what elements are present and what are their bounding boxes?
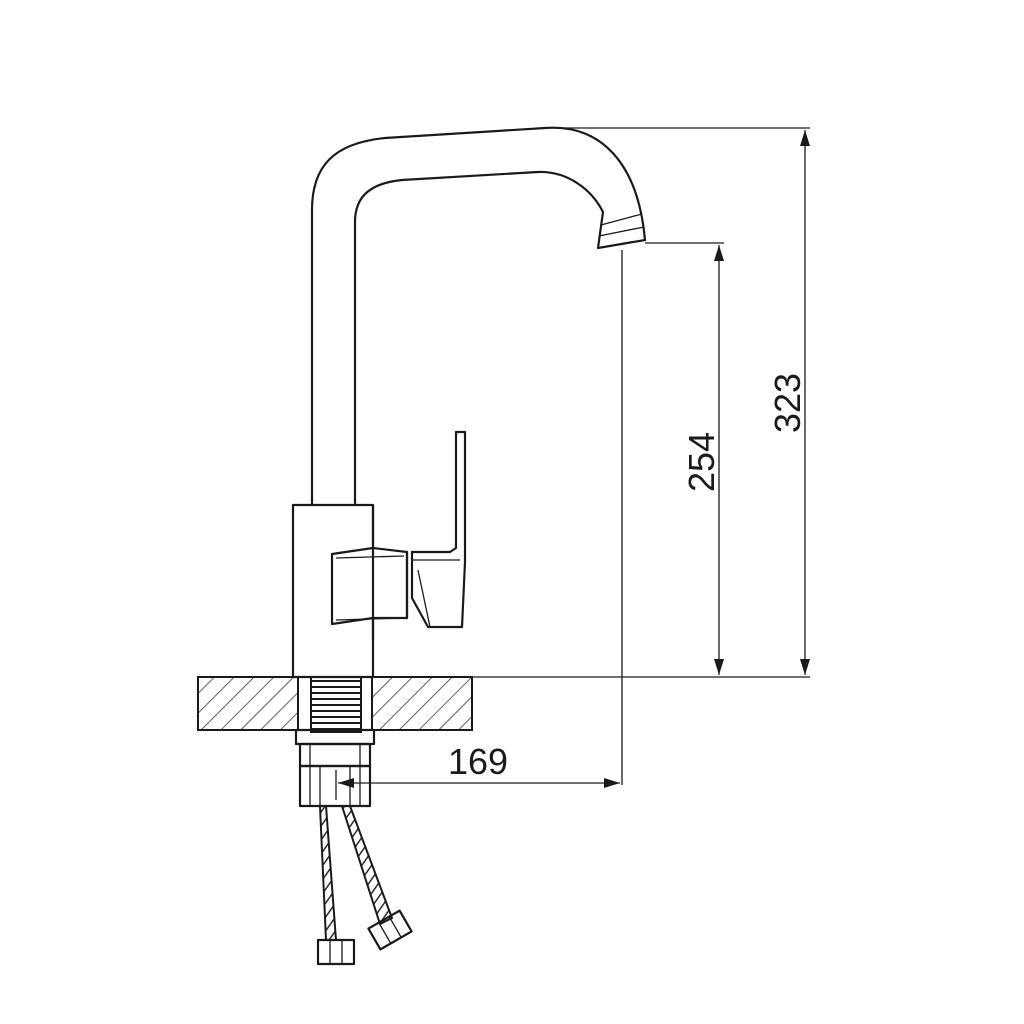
spout-reach-label: 169 (448, 741, 508, 782)
dimension-total-height: 323 (198, 127, 810, 678)
total-height-label: 323 (767, 373, 808, 433)
faucet-body (291, 503, 409, 679)
mounting-nut (294, 728, 376, 808)
dimension-spout-height: 254 (645, 242, 724, 675)
spout-height-label: 254 (681, 432, 722, 492)
spout (310, 126, 647, 507)
supply-hoses (316, 805, 413, 966)
lever-handle (410, 430, 467, 629)
countertop (197, 676, 473, 731)
dimension-spout-reach: 169 (335, 250, 623, 800)
threaded-shank (310, 676, 362, 733)
